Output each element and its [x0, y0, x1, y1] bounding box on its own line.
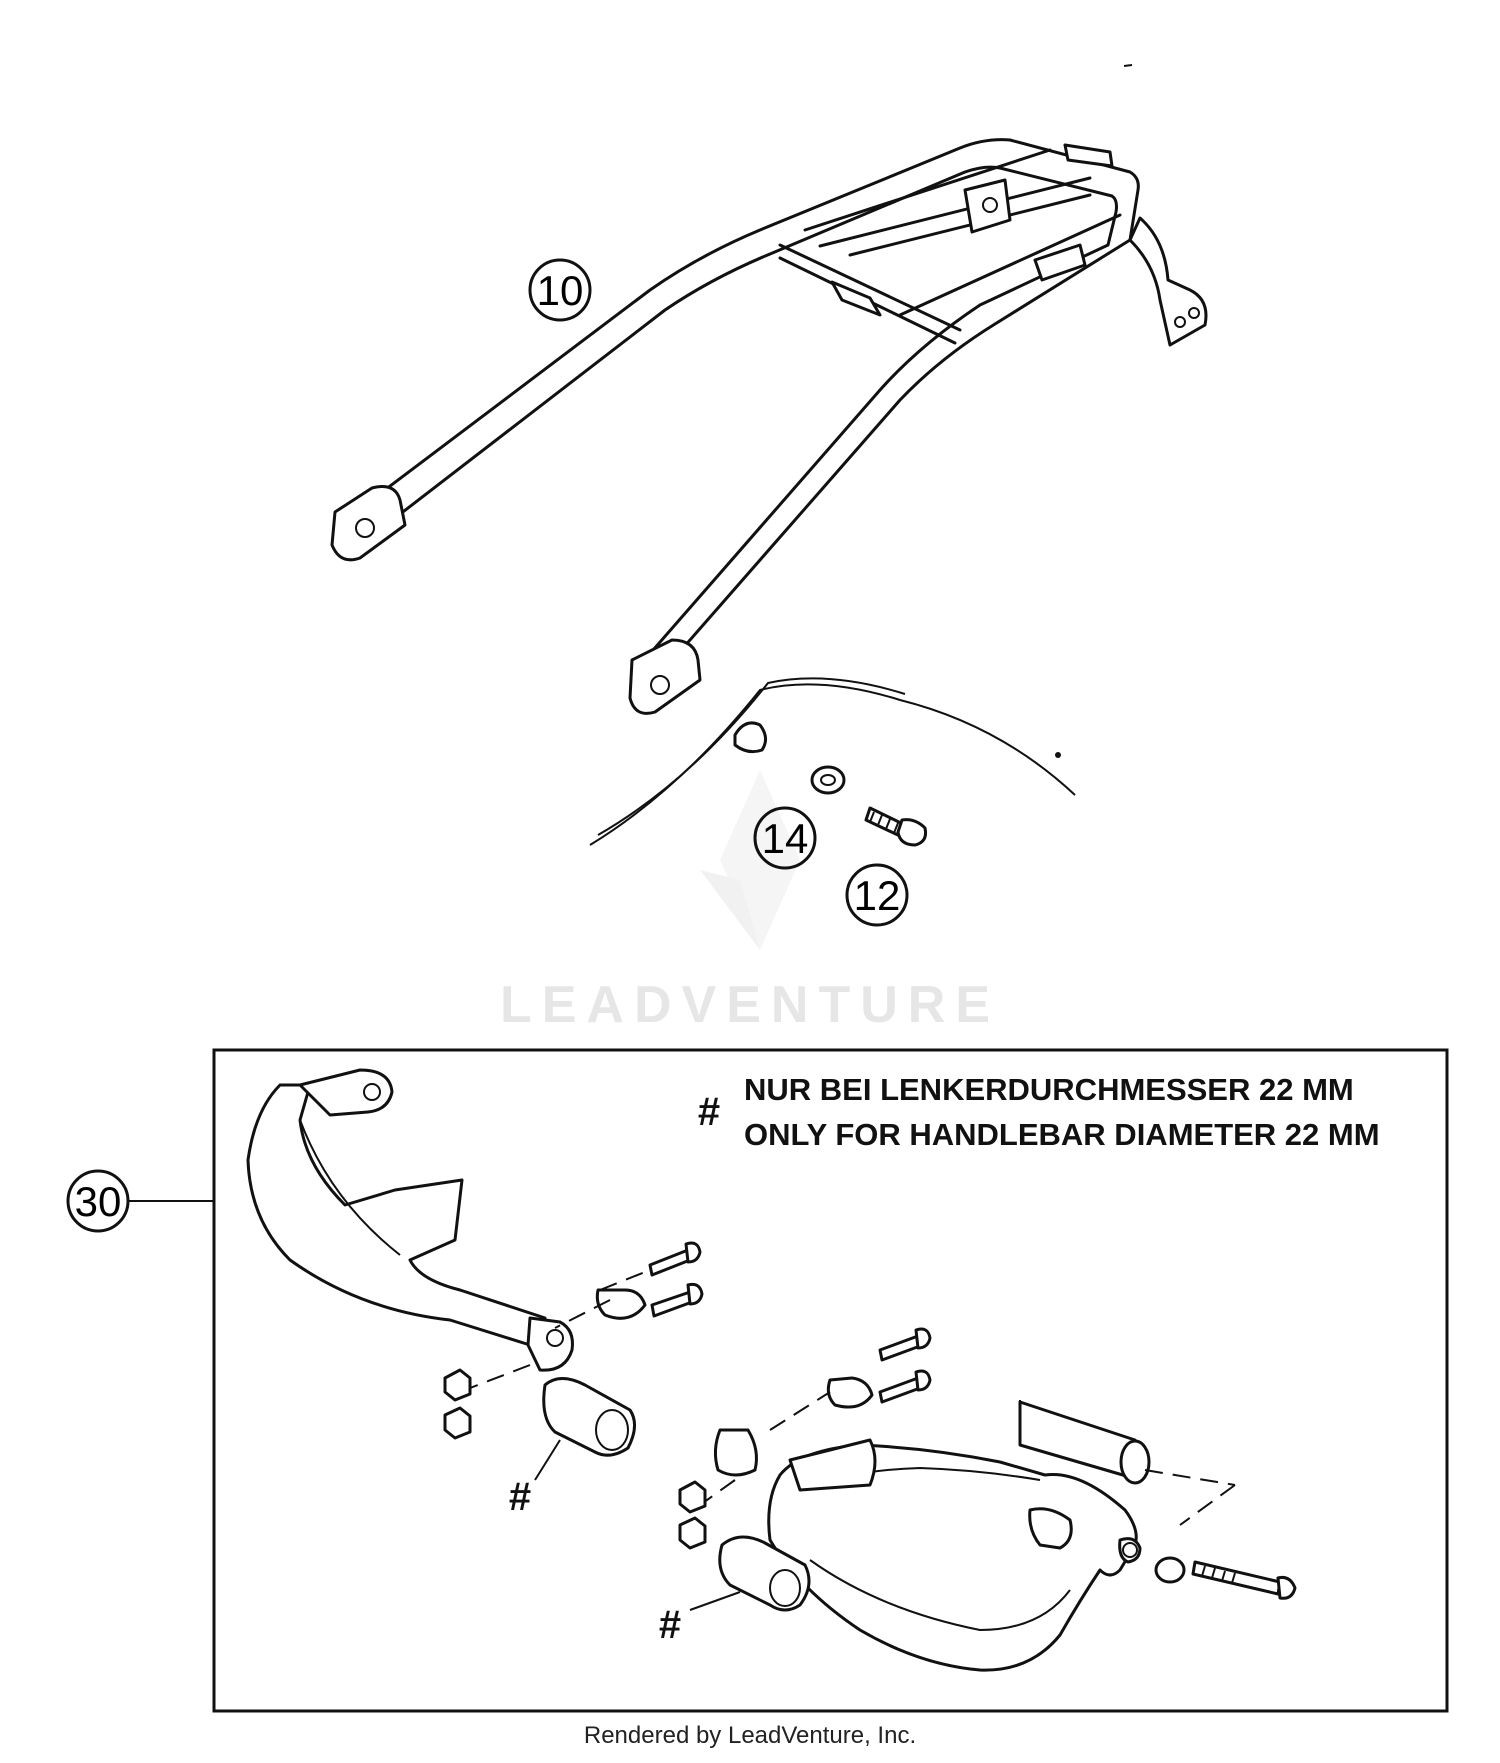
right-spacer: # — [659, 1535, 811, 1647]
grip-tube — [1018, 1400, 1236, 1526]
fender-outline — [589, 677, 1076, 846]
svg-text:10: 10 — [537, 267, 584, 314]
left-handguard — [246, 1068, 574, 1372]
svg-text:ONLY FOR HANDLEBAR DIAMETER 22: ONLY FOR HANDLEBAR DIAMETER 22 MM — [744, 1117, 1380, 1152]
stray-mark — [1123, 64, 1133, 67]
callout-10: 10 — [528, 258, 592, 322]
callout-14: 14 — [753, 806, 817, 870]
svg-text:#: # — [509, 1475, 531, 1519]
svg-text:12: 12 — [854, 872, 901, 919]
rear-rack — [330, 138, 1208, 715]
left-spacer: # — [509, 1377, 636, 1519]
right-clamp-assembly — [678, 1327, 1297, 1600]
callout-12: 12 — [845, 863, 909, 927]
footer-credit: Rendered by LeadVenture, Inc. — [583, 1722, 917, 1749]
watermark-logo — [700, 770, 800, 950]
svg-text:14: 14 — [762, 815, 809, 862]
washer-part-14 — [810, 765, 846, 795]
callout-30: 30 — [66, 1169, 214, 1233]
diameter-note: # NUR BEI LENKERDURCHMESSER 22 MM ONLY F… — [698, 1072, 1380, 1152]
svg-text:#: # — [698, 1090, 720, 1134]
left-clamp-assembly — [443, 1241, 704, 1440]
kit-frame — [212, 1048, 1449, 1713]
bolt-part-12 — [864, 806, 927, 847]
watermark-text: LEADVENTURE — [500, 976, 1000, 1034]
svg-text:30: 30 — [75, 1178, 122, 1225]
right-handguard — [767, 1438, 1142, 1672]
svg-text:#: # — [659, 1603, 681, 1647]
svg-text:NUR BEI LENKERDURCHMESSER 22 M: NUR BEI LENKERDURCHMESSER 22 MM — [744, 1072, 1354, 1107]
